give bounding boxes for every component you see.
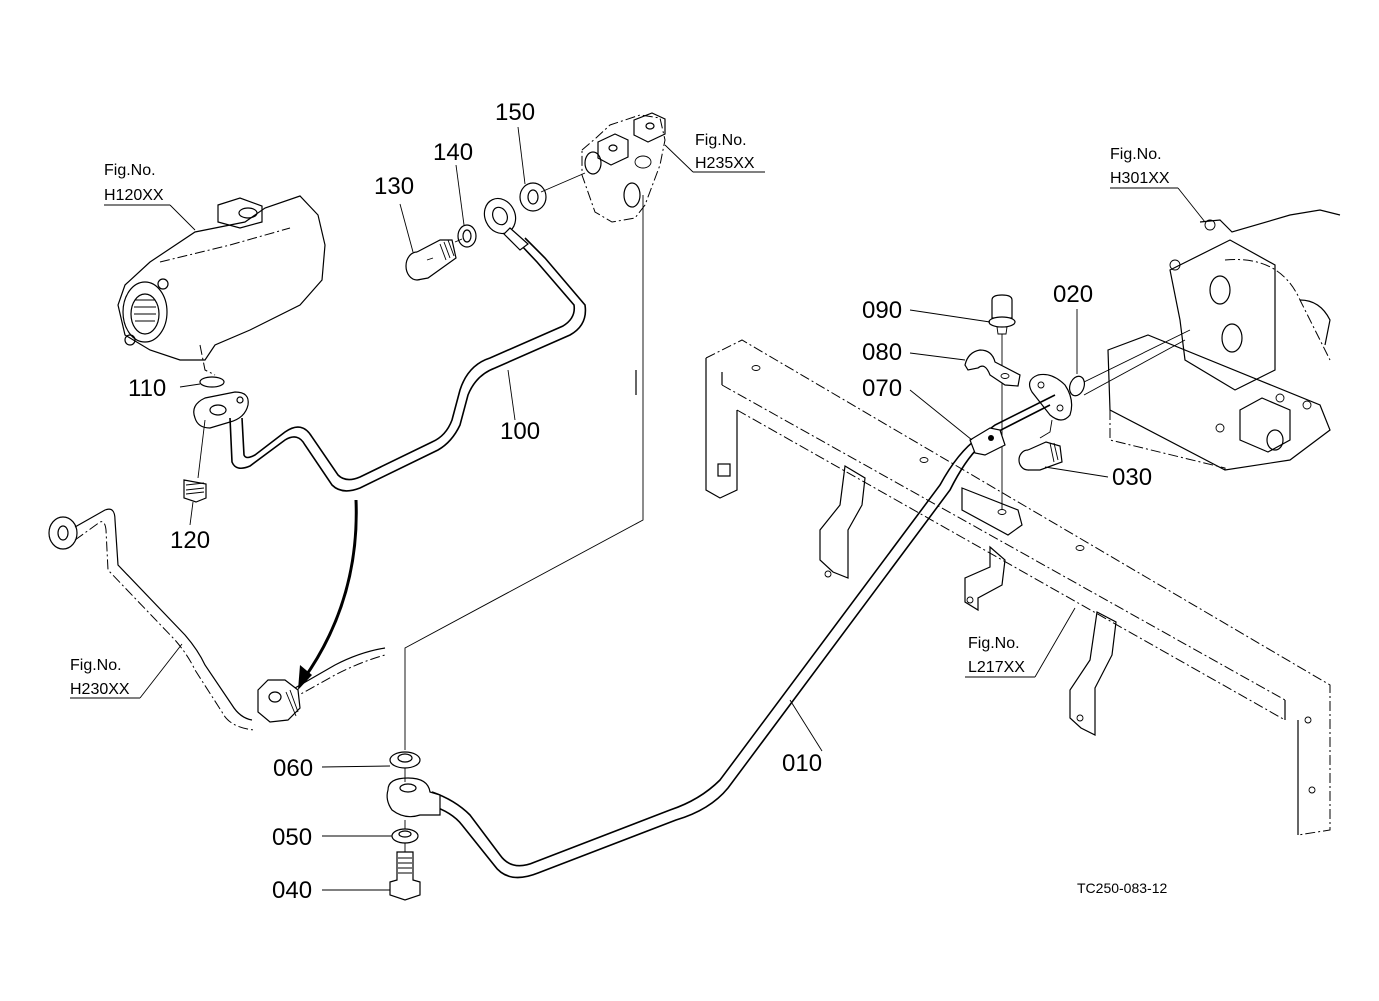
pipe-100 — [229, 237, 587, 492]
pipe-010 — [429, 394, 1056, 879]
bolt-030 — [1018, 441, 1063, 471]
valve-block — [581, 112, 666, 223]
washer-140 — [457, 224, 477, 248]
svg-text:H230XX: H230XX — [70, 681, 130, 698]
label-070: 070 — [862, 375, 902, 402]
assembly-arrow — [301, 499, 358, 681]
label-140: 140 — [433, 139, 473, 166]
o-ring-110 — [199, 376, 225, 388]
leader-lines — [70, 126, 1206, 891]
frame-bracket-3 — [964, 545, 1006, 612]
hose-clamp — [257, 679, 301, 723]
assembly-line-valve — [404, 195, 644, 750]
washer-150 — [519, 182, 547, 212]
frame-bracket-4 — [1069, 611, 1117, 736]
banjo-eye-010 — [386, 777, 441, 818]
fig-ref-l217: Fig.No. L217XX — [968, 635, 1025, 676]
label-080: 080 — [862, 339, 902, 366]
washer-060 — [389, 751, 421, 769]
label-040: 040 — [272, 877, 312, 904]
svg-text:Fig.No.: Fig.No. — [104, 162, 156, 179]
svg-text:Fig.No.: Fig.No. — [70, 657, 122, 674]
label-060: 060 — [273, 755, 313, 782]
label-010: 010 — [782, 750, 822, 777]
drawing-number: TC250-083-12 — [1077, 880, 1167, 896]
svg-text:L217XX: L217XX — [968, 659, 1025, 676]
label-100: 100 — [500, 418, 540, 445]
hollow-bolt-040 — [389, 843, 421, 901]
frame-rail — [705, 339, 1331, 836]
part-labels: 010 020 030 040 050 060 070 080 090 100 … — [128, 99, 1152, 904]
label-090: 090 — [862, 297, 902, 324]
svg-text:H235XX: H235XX — [695, 155, 755, 172]
svg-text:Fig.No.: Fig.No. — [695, 132, 747, 149]
hollow-bolt-130 — [405, 239, 457, 281]
frame-bracket-1 — [819, 465, 866, 579]
svg-text:Fig.No.: Fig.No. — [968, 635, 1020, 652]
label-120: 120 — [170, 527, 210, 554]
label-150: 150 — [495, 99, 535, 126]
label-050: 050 — [272, 824, 312, 851]
svg-text:H120XX: H120XX — [104, 187, 164, 204]
washer-050 — [391, 828, 419, 844]
frame-bracket-2 — [961, 487, 1023, 536]
label-020: 020 — [1053, 281, 1093, 308]
fig-ref-h301: Fig.No. H301XX — [1110, 146, 1170, 187]
fig-ref-h235: Fig.No. H235XX — [695, 132, 755, 172]
cushion-070 — [969, 427, 1006, 456]
pipe-h230 — [48, 508, 386, 731]
svg-text:Fig.No.: Fig.No. — [1110, 146, 1162, 163]
fig-ref-h120: Fig.No. H120XX — [104, 162, 164, 204]
clamp-080 — [964, 349, 1021, 387]
label-110: 110 — [128, 375, 166, 402]
arrow-head — [298, 665, 312, 690]
fig-ref-h230: Fig.No. H230XX — [70, 657, 130, 698]
o-ring-020 — [1068, 375, 1086, 397]
label-130: 130 — [374, 173, 414, 200]
bolt-090 — [988, 294, 1016, 335]
hydraulic-pump — [117, 195, 326, 376]
label-030: 030 — [1112, 464, 1152, 491]
bolt-120 — [183, 419, 207, 503]
lift-housing — [1107, 209, 1341, 471]
svg-text:H301XX: H301XX — [1110, 170, 1170, 187]
